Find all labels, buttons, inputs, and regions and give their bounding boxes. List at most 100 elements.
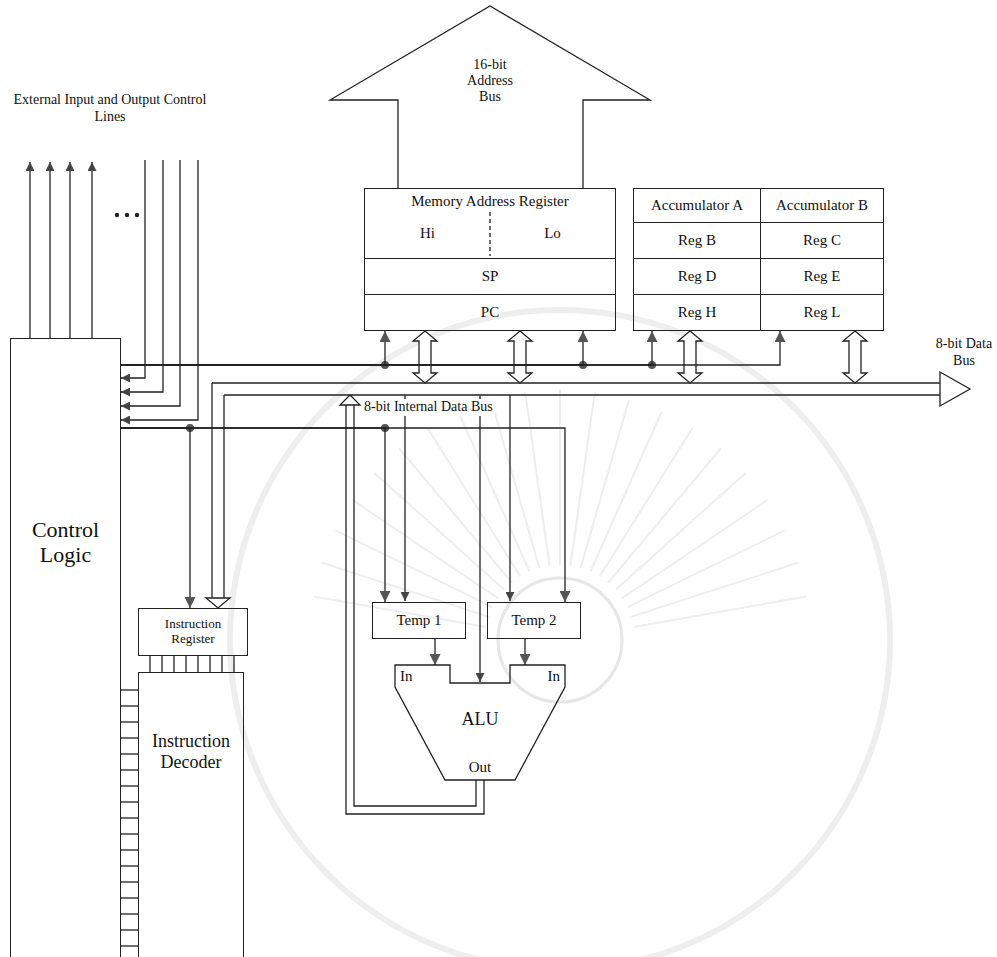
control-arrow — [121, 331, 385, 365]
control-arrow — [121, 428, 385, 602]
output-control-line — [49, 162, 50, 338]
control-lines-label: External Input and Output Control Lines — [12, 92, 208, 126]
box-label: Reg E — [799, 268, 844, 285]
register-box: Reg C — [760, 222, 884, 259]
address-bus-arrow: 16-bit Address Bus — [330, 5, 650, 189]
alu-output-arrowhead — [340, 395, 360, 405]
register-box: Accumulator A — [633, 188, 761, 223]
input-control-line — [121, 160, 163, 392]
bus-double-arrow — [678, 331, 702, 383]
control-arrow — [434, 639, 435, 665]
watermark-ray — [631, 563, 797, 617]
decoder-input-line — [173, 656, 174, 672]
ellipsis-dot — [125, 213, 129, 217]
output-control-line — [91, 162, 92, 338]
decoder-output-line — [121, 945, 138, 946]
register-name: Memory Address Register — [365, 193, 615, 210]
decoder-output-line — [121, 865, 138, 866]
bus-double-arrow — [843, 331, 867, 383]
box-label: Control Logic — [11, 517, 120, 568]
decoder-output-line — [121, 929, 138, 930]
decoder-output-line — [121, 817, 138, 818]
box-label: Instruction Decoder — [139, 731, 243, 772]
register-box: Reg E — [760, 258, 884, 295]
watermark-ray — [616, 473, 746, 590]
alu-output-bus — [354, 405, 476, 806]
decoder-output-line — [121, 721, 138, 722]
watermark-ray — [634, 597, 806, 627]
bus-name: 16-bit Address Bus — [458, 57, 522, 105]
control-arrow — [121, 428, 565, 602]
bus-to-temp-line — [404, 395, 405, 601]
box-label: Temp 2 — [507, 612, 560, 629]
decoder-input-line — [221, 656, 222, 672]
decoder-output-line — [121, 785, 138, 786]
decoder-output-line — [121, 881, 138, 882]
box-label: SP — [478, 268, 503, 285]
decoder-input-line — [161, 656, 162, 672]
watermark-ray — [399, 448, 511, 582]
box-label: Reg C — [799, 232, 845, 249]
watermark-ray — [491, 400, 539, 568]
data-bus-line — [224, 394, 940, 395]
alu-name: ALU — [395, 709, 565, 730]
port-label: In — [400, 668, 413, 685]
input-control-line — [121, 160, 198, 420]
register-box: Memory Address RegisterHiLo — [364, 188, 616, 259]
input-control-line — [121, 160, 180, 406]
decoder-output-line — [121, 849, 138, 850]
temp-register-box: Temp 2 — [487, 602, 581, 639]
watermark-emblem — [230, 310, 890, 957]
watermark-ray — [591, 412, 662, 572]
watermark-ray — [570, 392, 594, 565]
bus-to-temp-line — [509, 395, 510, 601]
watermark-ray — [374, 473, 504, 590]
byte-label: Lo — [490, 225, 615, 242]
control-arrow — [121, 331, 780, 365]
control-arrow — [524, 639, 525, 665]
box-label: Instruction Register — [139, 617, 247, 647]
watermark-ray — [559, 390, 561, 565]
decoder-output-line — [121, 833, 138, 834]
decoder-input-line — [209, 656, 210, 672]
ellipsis-dot — [115, 213, 119, 217]
bus-branch-arrowhead — [206, 598, 230, 608]
data-bus-arrowhead — [940, 372, 970, 406]
decoder-output-line — [121, 769, 138, 770]
box-label: Accumulator A — [647, 197, 747, 214]
register-box: Reg B — [633, 222, 761, 259]
decoder-output-line — [121, 913, 138, 914]
instruction-register-box: Instruction Register — [138, 608, 248, 656]
register-box: Reg D — [633, 258, 761, 295]
box-label: Temp 1 — [392, 612, 445, 629]
register-box: PC — [364, 294, 616, 331]
byte-label: Hi — [365, 225, 490, 242]
watermark-ray — [353, 500, 498, 598]
register-box: Reg L — [760, 294, 884, 331]
data-bus-line — [212, 382, 940, 383]
decoder-output-line — [121, 897, 138, 898]
decoder-input-line — [185, 656, 186, 672]
temp-register-box: Temp 1 — [372, 602, 466, 639]
bus-double-arrow — [508, 331, 532, 383]
alu-shape: InInALUOut — [395, 665, 565, 780]
box-label: Reg H — [674, 304, 721, 321]
signal-line — [149, 656, 150, 672]
decoder-output-line — [121, 801, 138, 802]
watermark-ray — [600, 428, 693, 576]
control-logic-box: Control Logic — [10, 338, 121, 957]
bus-double-arrow — [413, 331, 437, 383]
box-label: Reg L — [799, 304, 844, 321]
decoder-output-line — [121, 705, 138, 706]
bus-label: 8-bit Internal Data Bus — [362, 399, 495, 416]
bus-label: 8-bit Data Bus — [934, 336, 994, 370]
watermark-ray — [627, 530, 784, 607]
alu-output-bus — [346, 405, 484, 814]
register-box: Reg H — [633, 294, 761, 331]
register-divider — [489, 212, 490, 256]
box-label: Reg D — [674, 268, 721, 285]
decoder-input-line — [197, 656, 198, 672]
bus-branch — [211, 383, 212, 598]
watermark-ray — [458, 412, 529, 572]
output-control-line — [69, 162, 70, 338]
